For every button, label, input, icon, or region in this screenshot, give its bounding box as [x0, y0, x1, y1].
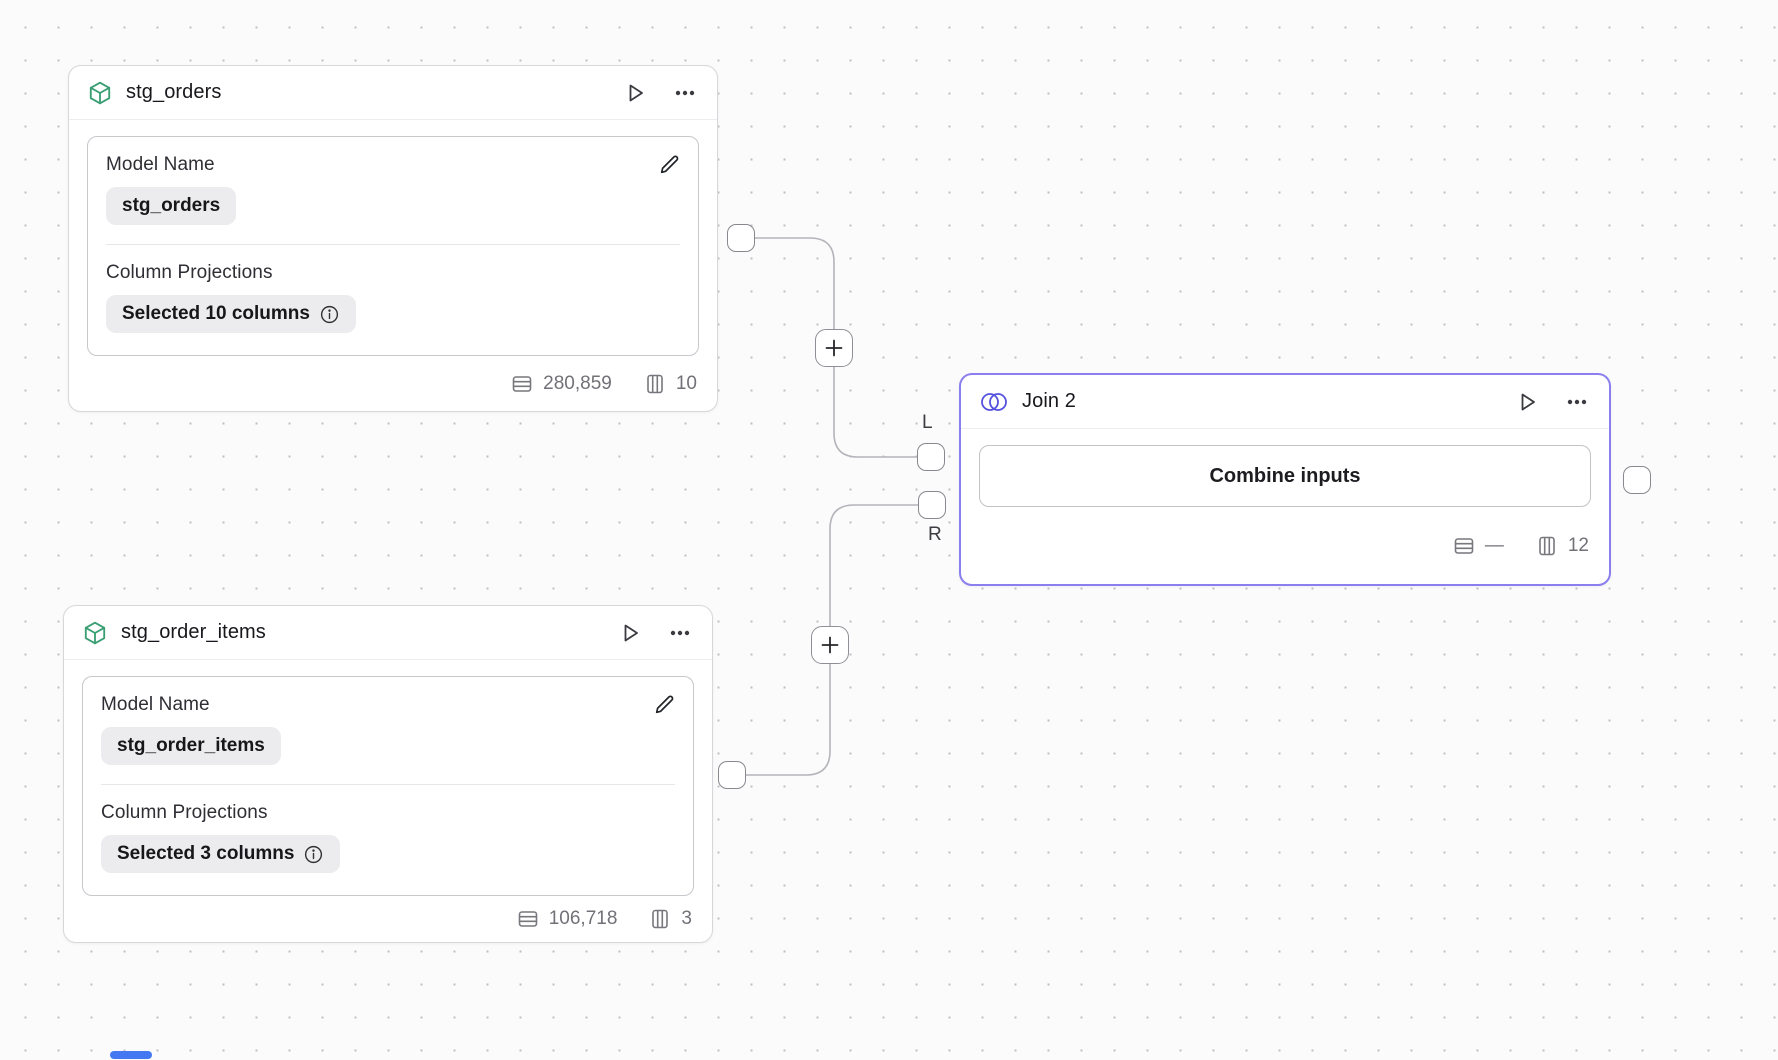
row-count-icon	[510, 372, 534, 396]
output-port-join[interactable]	[1623, 466, 1651, 494]
info-icon[interactable]	[303, 844, 324, 865]
run-node-button[interactable]	[616, 619, 644, 647]
column-projections-label: Column Projections	[101, 802, 268, 823]
edit-pencil-icon[interactable]	[650, 690, 679, 719]
column-projections-badge[interactable]: Selected 3 columns	[101, 835, 341, 873]
node-title: Join 2	[1022, 390, 1076, 412]
node-config-card: Model Name stg_orders Column Projections…	[87, 136, 699, 356]
output-port-stg-order-items[interactable]	[718, 761, 746, 789]
add-node-on-edge-button[interactable]	[815, 329, 853, 367]
cube-icon	[87, 80, 113, 106]
node-title: stg_orders	[126, 81, 222, 103]
left-port-label: L	[922, 412, 933, 433]
add-node-on-edge-button[interactable]	[811, 626, 849, 664]
model-name-label: Model Name	[106, 154, 215, 175]
divider	[106, 244, 680, 245]
divider	[101, 784, 675, 785]
more-options-icon[interactable]	[666, 619, 694, 647]
row-count-icon	[516, 907, 540, 931]
join-icon	[979, 390, 1009, 414]
node-join-2[interactable]: Join 2 Combine inputs — 12	[959, 373, 1611, 586]
more-options-icon[interactable]	[1563, 388, 1591, 416]
node-stats-footer: 106,718 3	[64, 896, 712, 942]
node-header: Join 2	[961, 375, 1609, 429]
info-icon[interactable]	[319, 304, 340, 325]
join-left-input-port[interactable]	[917, 443, 945, 471]
join-right-input-port[interactable]	[918, 491, 946, 519]
row-count: —	[1484, 534, 1504, 556]
horizontal-scroll-thumb[interactable]	[110, 1051, 152, 1059]
column-projections-badge[interactable]: Selected 10 columns	[106, 295, 356, 333]
model-name-label: Model Name	[101, 694, 210, 715]
edit-pencil-icon[interactable]	[655, 150, 684, 179]
combine-inputs-button[interactable]: Combine inputs	[979, 445, 1591, 507]
row-count: 106,718	[548, 908, 618, 929]
more-options-icon[interactable]	[671, 79, 699, 107]
cube-icon	[82, 620, 108, 646]
column-count: 3	[681, 908, 692, 929]
row-count-icon	[1452, 534, 1476, 558]
node-title: stg_order_items	[121, 621, 266, 643]
node-stg-orders[interactable]: stg_orders Model Name stg_orders Column …	[68, 65, 718, 412]
run-node-button[interactable]	[621, 79, 649, 107]
column-count-icon	[648, 907, 672, 931]
node-header: stg_order_items	[64, 606, 712, 660]
output-port-stg-orders[interactable]	[727, 224, 755, 252]
node-stats-footer: 280,859 10	[69, 356, 717, 411]
node-config-card: Model Name stg_order_items Column Projec…	[82, 676, 694, 896]
right-port-label: R	[928, 524, 942, 545]
node-stg-order-items[interactable]: stg_order_items Model Name stg_order_ite…	[63, 605, 713, 943]
node-header: stg_orders	[69, 66, 717, 120]
column-count-icon	[1535, 534, 1559, 558]
column-count-icon	[643, 372, 667, 396]
run-node-button[interactable]	[1513, 388, 1541, 416]
row-count: 280,859	[543, 372, 612, 394]
model-name-badge: stg_orders	[106, 187, 237, 225]
column-count: 10	[675, 372, 697, 394]
model-name-badge: stg_order_items	[101, 727, 281, 765]
node-stats-footer: — 12	[961, 507, 1609, 584]
column-count: 12	[1567, 534, 1589, 556]
column-projections-label: Column Projections	[106, 262, 273, 283]
